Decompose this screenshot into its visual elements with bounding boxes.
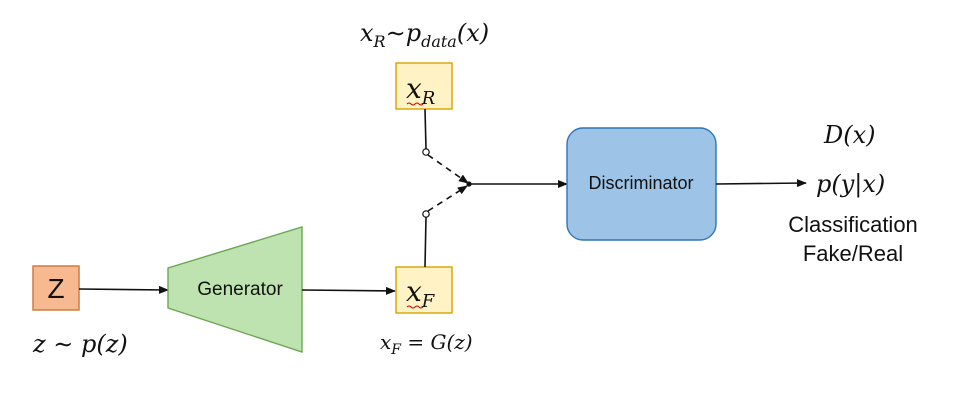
- xf-dashed-path: [427, 185, 468, 212]
- x-fake-box: [395, 266, 453, 314]
- x-fake-node: xF: [395, 266, 453, 314]
- d-of-x-label: D(x): [823, 121, 876, 149]
- svg-text:xR: xR: [406, 72, 435, 109]
- x-fake-subscript: F: [421, 291, 436, 312]
- spellcheck-squiggle-xf: [406, 305, 424, 309]
- input-switch: [422, 108, 472, 268]
- z-distribution-label: z ∼ p(z): [32, 330, 128, 358]
- xf-switch-lead: [424, 216, 427, 268]
- xr-switch-contact: [422, 148, 430, 156]
- x-fake-label: x: [406, 275, 422, 308]
- generator-label: Generator: [197, 279, 283, 300]
- xf-switch-contact: [422, 210, 430, 218]
- generator-node: Generator: [167, 226, 303, 353]
- classification-label: Classification: [788, 212, 918, 237]
- x-real-distribution-label: xR∼pdata(x): [360, 19, 489, 51]
- x-real-box: [395, 62, 453, 110]
- generator-to-xf-arrow: [301, 286, 396, 295]
- z-node: Z: [32, 265, 80, 311]
- xr-switch-lead: [424, 108, 427, 150]
- x-real-node: xR: [395, 62, 453, 110]
- z-to-generator-arrow: [78, 285, 169, 294]
- xr-dashed-path: [427, 154, 469, 184]
- fake-real-label: Fake/Real: [803, 241, 903, 266]
- p-y-given-x-label: p(y|x): [816, 170, 885, 199]
- discriminator-to-output-arrow: [715, 179, 807, 188]
- discriminator-node: Discriminator: [566, 127, 717, 241]
- z-box: [32, 265, 80, 311]
- x-fake-definition-label: xF = G(z): [380, 330, 473, 358]
- discriminator-label: Discriminator: [588, 173, 693, 193]
- x-real-subscript: R: [421, 88, 436, 109]
- generator-shape: [167, 226, 303, 353]
- spellcheck-squiggle-xr: [406, 102, 424, 106]
- z-label: Z: [47, 273, 64, 304]
- x-real-label: x: [406, 72, 422, 105]
- svg-text:xF: xF: [406, 275, 436, 312]
